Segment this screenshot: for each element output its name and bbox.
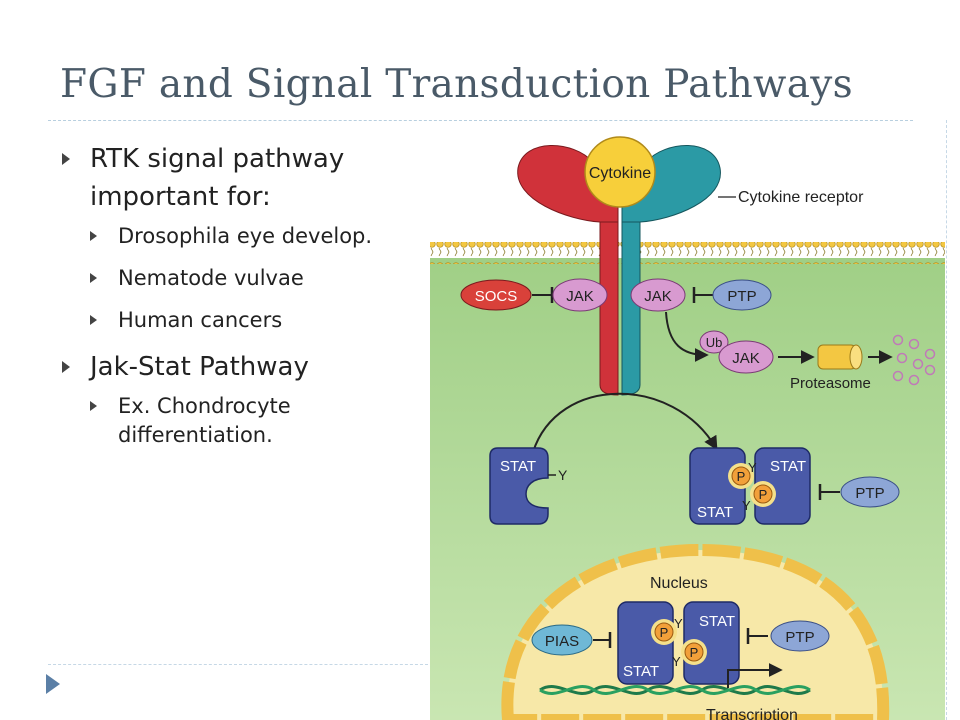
bullet-arrow-icon (90, 401, 97, 411)
pias-protein (531, 624, 593, 656)
socs-protein (460, 279, 532, 311)
ub-label: Ub (706, 335, 723, 350)
jak-label: JAK (644, 288, 672, 305)
peptide-fragment (912, 358, 924, 370)
tyrosine-label: Y (672, 654, 681, 669)
corner-arrow-icon (46, 674, 60, 694)
peptide-fragment (896, 352, 908, 364)
phosphate-label: P (759, 487, 768, 502)
bottom-divider (48, 664, 428, 665)
sub-bullet-text: Drosophila eye develop. (118, 224, 373, 248)
transcription-arrow (727, 663, 783, 688)
bullet-arrow-icon (90, 231, 97, 241)
proteasome-label: Proteasome (790, 375, 871, 392)
tyrosine-label: Y (742, 498, 751, 513)
cytokine-receptor-label: Cytokine receptor (738, 189, 864, 206)
cytokine-ligand (584, 136, 656, 208)
sub-bullet-text: differentiation. (118, 423, 273, 447)
ub-tag (699, 330, 729, 354)
stat-label: STAT (623, 663, 659, 680)
tyrosine-label: Y (558, 467, 568, 483)
degradation-arrow (665, 311, 709, 362)
bullet-arrow-icon (62, 153, 70, 165)
cytokine-label: Cytokine (589, 165, 651, 182)
receptor-teal-stalk (621, 214, 641, 396)
ptp-protein (770, 620, 830, 652)
stat-label: STAT (699, 613, 735, 630)
phosphate-label: P (690, 645, 699, 660)
ptp-label: PTP (785, 629, 814, 646)
sub-bullet-text: Ex. Chondrocyte (118, 394, 291, 418)
sub-bullet: Ex. Chondrocyte differentiation. (88, 392, 430, 450)
bullet-text: Jak-Stat Pathway (90, 352, 309, 382)
tyrosine-label: Y (748, 460, 757, 475)
stat-monomer (489, 447, 549, 525)
pias-label: PIAS (545, 633, 579, 650)
bullet-arrow-icon (90, 315, 97, 325)
bullet-list: RTK signal pathway important for: Drosop… (60, 140, 430, 463)
phosphate-group (731, 466, 751, 486)
sub-bullet: Human cancers (88, 306, 430, 335)
jak-protein-left (552, 278, 608, 312)
recruitment-arrow (532, 392, 718, 453)
proteasome-opening (849, 344, 863, 370)
bullet-rtk: RTK signal pathway important for: (60, 140, 430, 216)
jak-label: JAK (566, 288, 594, 305)
bullet-arrow-icon (62, 361, 70, 373)
bullet-arrow-icon (90, 273, 97, 283)
peptide-fragment (892, 334, 904, 346)
receptor-red-stalk (599, 214, 619, 396)
phosphate-group (654, 622, 674, 642)
ptp-label: PTP (727, 288, 756, 305)
peptide-fragment (924, 348, 936, 360)
bullet-text: important for: (90, 182, 271, 212)
socs-label: SOCS (475, 288, 518, 305)
peptide-fragment (924, 364, 936, 376)
sub-bullet-text: Nematode vulvae (118, 266, 304, 290)
jak-label: JAK (732, 350, 760, 367)
stat-label: STAT (770, 458, 806, 475)
cell-membrane (430, 242, 945, 264)
bullet-text: RTK signal pathway (90, 144, 345, 174)
ptp-protein (840, 476, 900, 508)
sub-bullet: Drosophila eye develop. (88, 222, 430, 251)
peptide-fragment (908, 338, 920, 350)
bullet-jak-stat: Jak-Stat Pathway (60, 348, 430, 386)
transcription-label: Transcription (706, 707, 798, 720)
stat-label: STAT (697, 504, 733, 521)
tyrosine-label: Y (674, 616, 683, 631)
jak-stat-diagram: Nucleus Cytokine Cytokine receptor SOCS … (430, 136, 945, 720)
peptide-fragments (892, 334, 936, 386)
stat-label: STAT (500, 458, 536, 475)
right-divider (946, 120, 947, 720)
peptide-fragment (908, 374, 920, 386)
peptide-fragment (892, 370, 904, 382)
jak-protein-right (630, 278, 686, 312)
slide-title: FGF and Signal Transduction Pathways (60, 62, 853, 107)
nucleus-label: Nucleus (650, 575, 708, 592)
jak-ubiquitinated (718, 340, 774, 374)
title-divider (48, 120, 913, 121)
phosphate-label: P (737, 469, 746, 484)
phosphate-label: P (660, 625, 669, 640)
sub-bullet: Nematode vulvae (88, 264, 430, 293)
phosphate-group (684, 642, 704, 662)
ptp-protein (712, 279, 772, 311)
sub-bullet-text: Human cancers (118, 308, 283, 332)
ptp-label: PTP (855, 485, 884, 502)
phosphate-group (753, 484, 773, 504)
dna-strand (539, 685, 811, 695)
